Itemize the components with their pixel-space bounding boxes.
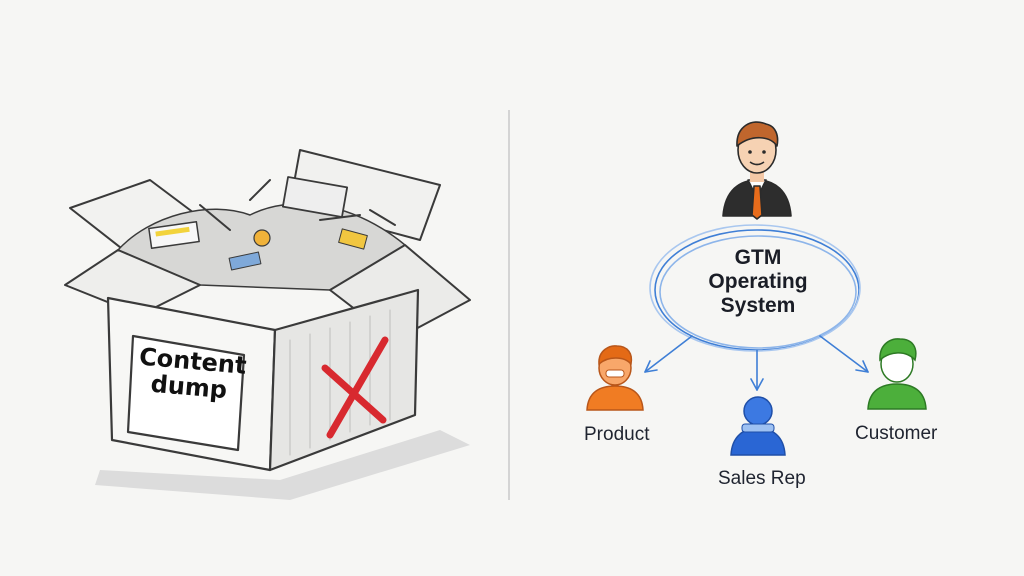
hub-title-line1: GTM — [734, 246, 782, 269]
connector-arrows — [644, 335, 869, 391]
sales-rep-avatar-icon — [730, 396, 786, 456]
customer-avatar-icon — [867, 338, 927, 410]
hub-title: GTM Operating System — [672, 246, 844, 318]
red-x-icon — [321, 336, 389, 439]
content-dump-label: Content dump — [136, 343, 248, 405]
sales-rep-label: Sales Rep — [718, 468, 806, 489]
hub-title-line2: Operating — [708, 270, 808, 293]
hub-title-line3: System — [720, 294, 796, 317]
product-avatar-icon — [586, 345, 644, 411]
box-illustration — [64, 149, 471, 500]
executive-avatar — [722, 121, 792, 220]
customer-label: Customer — [855, 423, 938, 444]
product-label: Product — [584, 424, 650, 445]
